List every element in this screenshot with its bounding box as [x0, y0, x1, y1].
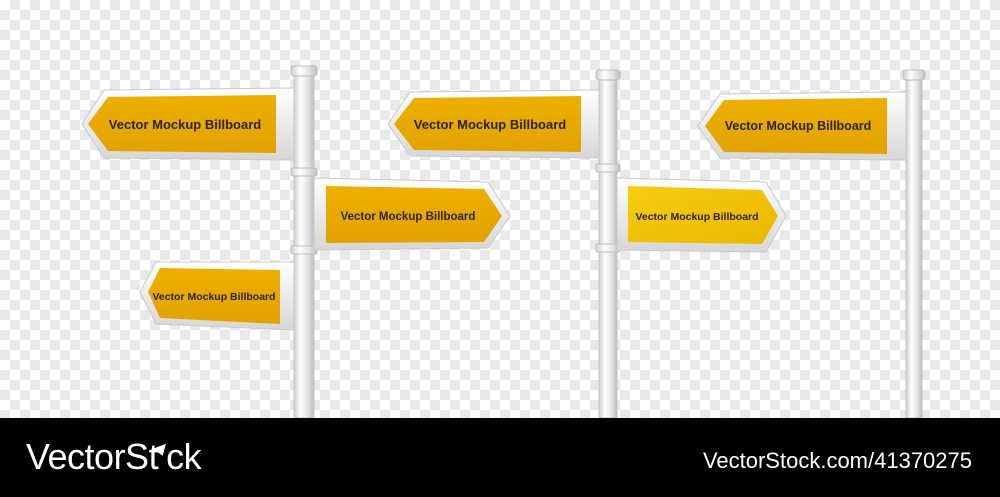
- sign-left-arrow: Vector Mockup Billboard: [697, 91, 907, 161]
- sign-label: Vector Mockup Billboard: [635, 211, 758, 223]
- logo-text-left: VectorSt: [26, 436, 159, 477]
- pole-1: [293, 71, 315, 418]
- sign-left-arrow: Vector Mockup Billboard: [387, 89, 600, 159]
- logo-text-right: ck: [166, 436, 202, 477]
- sign-right-arrow-bright: Vector Mockup Billboard: [616, 177, 787, 253]
- signpost-scene: Vector Mockup Billboard Vector Mockup Bi…: [81, 65, 926, 418]
- image-reference: VectorStock.com/41370275: [702, 448, 972, 473]
- signpost-3: Vector Mockup Billboard: [697, 69, 926, 418]
- signpost-2: Vector Mockup Billboard Vector Mockup Bi…: [387, 69, 787, 418]
- pole-2-collar: [595, 243, 621, 253]
- sign-left-arrow: Vector Mockup Billboard: [81, 87, 295, 161]
- sign-label: Vector Mockup Billboard: [109, 117, 261, 132]
- sign-label: Vector Mockup Billboard: [152, 291, 275, 303]
- sign-right-arrow: Vector Mockup Billboard: [313, 177, 511, 251]
- signpost-1: Vector Mockup Billboard Vector Mockup Bi…: [81, 65, 511, 418]
- sign-label: Vector Mockup Billboard: [414, 117, 566, 132]
- pole-1-cap: [290, 65, 318, 77]
- pole-3-cap: [902, 69, 926, 81]
- pole-1-collar: [290, 167, 318, 177]
- pole-2-collar: [595, 163, 621, 173]
- sign-label: Vector Mockup Billboard: [725, 119, 872, 133]
- pole-1-collar: [290, 245, 318, 255]
- pole-2-cap: [595, 69, 621, 81]
- sign-label: Vector Mockup Billboard: [341, 211, 476, 223]
- sign-left-arrow-small: Vector Mockup Billboard: [139, 261, 295, 331]
- pole-3: [905, 75, 923, 418]
